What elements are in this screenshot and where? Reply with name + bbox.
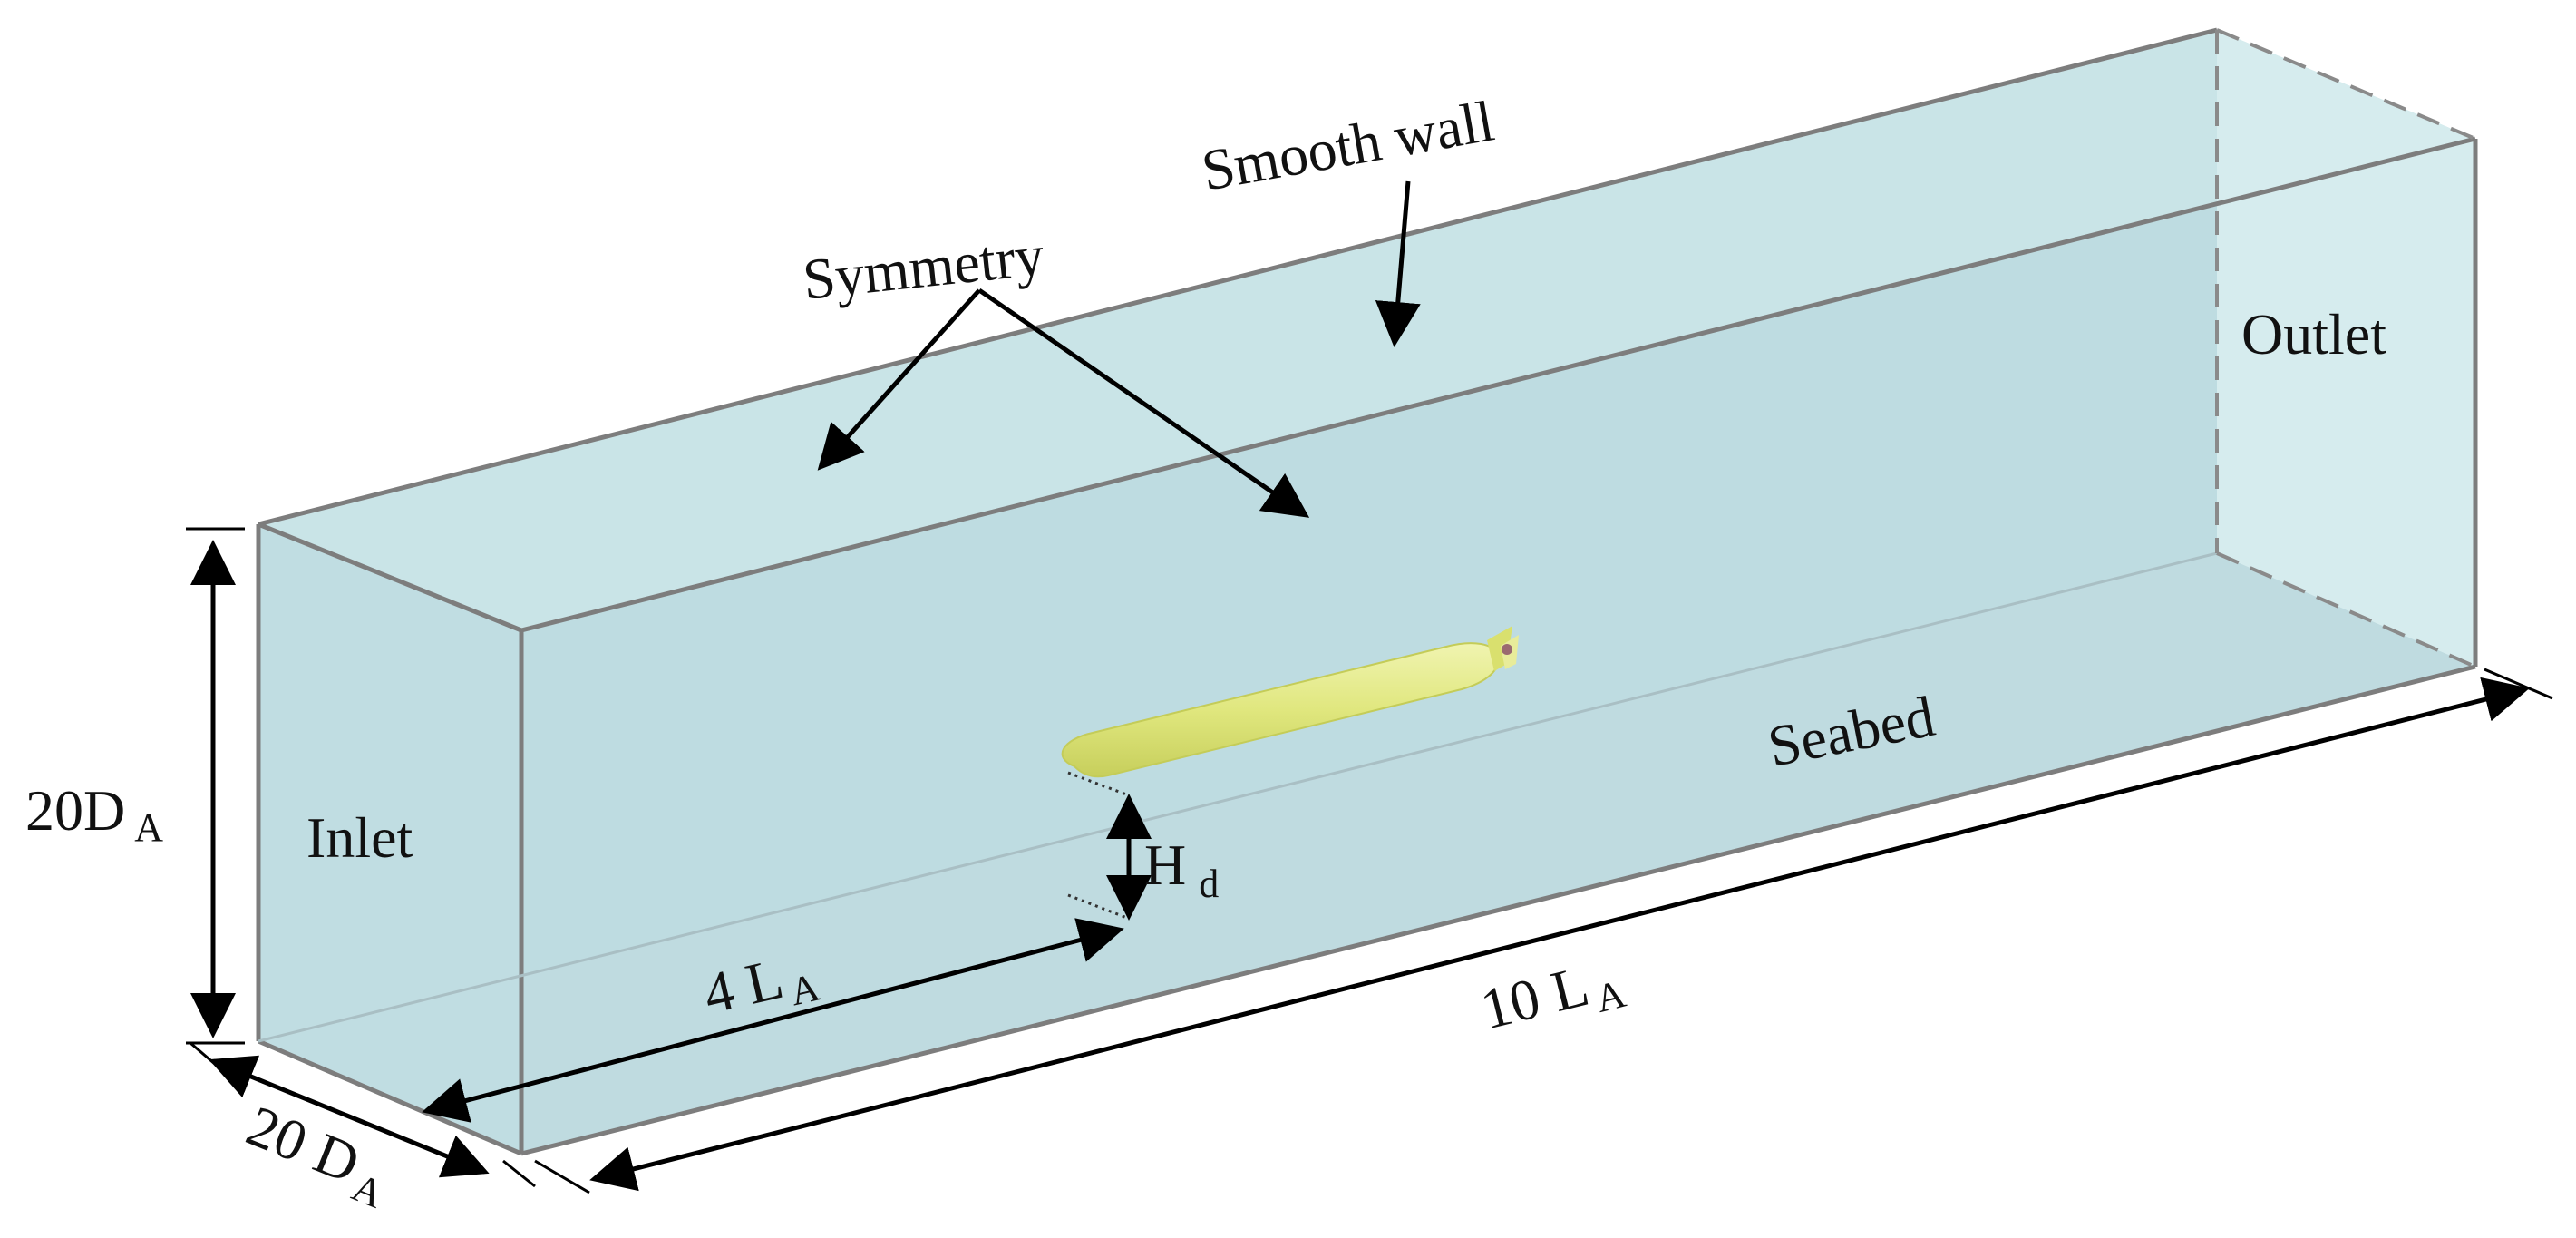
smooth-wall-label: Smooth wall <box>1197 88 1499 202</box>
length-dimension-label: 10 LA <box>1474 945 1630 1049</box>
distance-dimension-label: 4 LA <box>697 938 824 1033</box>
symmetry-pointer-side <box>977 288 1310 518</box>
smooth-wall-pointer <box>1375 180 1421 347</box>
width-dimension-label: 20 DA <box>235 1093 401 1217</box>
symmetry-pointer-top <box>817 288 981 471</box>
inlet-label: Inlet <box>306 805 413 870</box>
distance-arrow <box>422 918 1124 1123</box>
top-smooth-wall-face <box>258 30 2475 630</box>
symmetry-label: Symmetry <box>800 222 1047 311</box>
hidden-edges <box>2215 28 2476 668</box>
dimension-arrows <box>186 180 2553 1194</box>
width-arrow <box>209 1055 490 1178</box>
outlet-label: Outlet <box>2241 302 2386 366</box>
